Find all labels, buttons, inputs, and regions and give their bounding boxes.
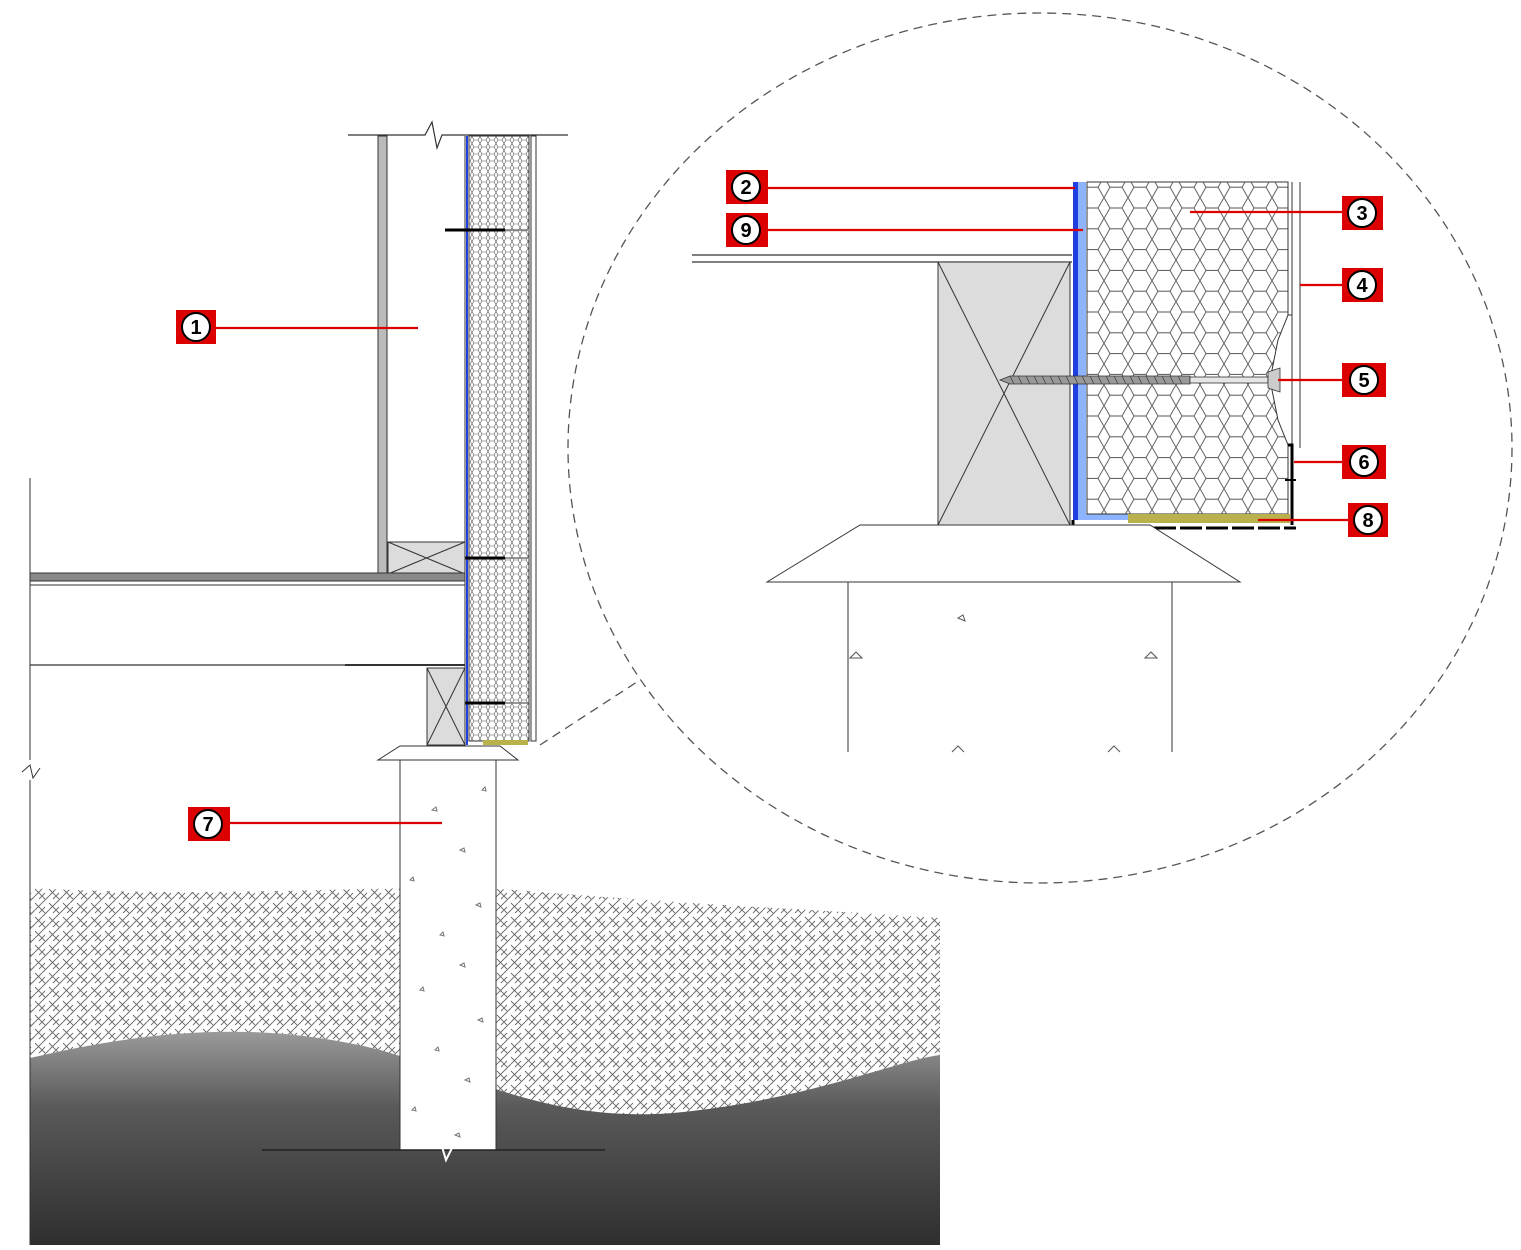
svg-text:4: 4 bbox=[1356, 275, 1368, 297]
upper-wood-block bbox=[387, 541, 466, 575]
main-section bbox=[21, 120, 605, 1245]
svg-text:5: 5 bbox=[1358, 370, 1369, 392]
callout-3: 3 bbox=[1342, 196, 1383, 230]
pier-aggregate-marks bbox=[409, 786, 487, 1138]
callout-4: 4 bbox=[1342, 268, 1383, 302]
svg-text:6: 6 bbox=[1358, 452, 1369, 474]
svg-text:9: 9 bbox=[740, 220, 751, 242]
svg-text:7: 7 bbox=[202, 814, 213, 836]
pier-cap-detail bbox=[765, 524, 1242, 583]
detail-circle bbox=[567, 12, 1513, 884]
svg-text:8: 8 bbox=[1362, 510, 1373, 532]
concrete-pier-main bbox=[399, 759, 497, 1151]
callout-7: 7 bbox=[188, 807, 230, 841]
rigid-insulation-main bbox=[468, 135, 530, 742]
svg-text:2: 2 bbox=[740, 177, 751, 199]
svg-text:1: 1 bbox=[190, 317, 201, 339]
membrane-dark-blue bbox=[1073, 182, 1078, 520]
lower-wood-block bbox=[426, 667, 466, 746]
pier-cap-main bbox=[376, 745, 520, 761]
callout-8: 8 bbox=[1348, 503, 1388, 537]
leader-lines bbox=[215, 186, 1348, 825]
detail-callout bbox=[539, 12, 1513, 884]
callout-5: 5 bbox=[1342, 363, 1386, 397]
top-break-line bbox=[348, 120, 568, 151]
starter-track bbox=[1288, 443, 1294, 525]
bottom-track-detail bbox=[1128, 514, 1290, 523]
callout-9: 9 bbox=[726, 213, 768, 247]
floor-structure bbox=[29, 572, 466, 666]
wood-block-detail bbox=[937, 261, 1071, 526]
bottom-track-main bbox=[483, 740, 528, 745]
callout-1: 1 bbox=[176, 310, 216, 344]
svg-text:3: 3 bbox=[1356, 203, 1367, 225]
detail-leader bbox=[539, 679, 641, 746]
interior-wall-board bbox=[377, 135, 388, 575]
callout-6: 6 bbox=[1342, 445, 1386, 479]
callout-2: 2 bbox=[726, 170, 768, 204]
membrane-light-blue bbox=[1078, 182, 1086, 520]
screw-fastener bbox=[998, 367, 1281, 393]
rigid-insulation-detail bbox=[1086, 181, 1289, 515]
